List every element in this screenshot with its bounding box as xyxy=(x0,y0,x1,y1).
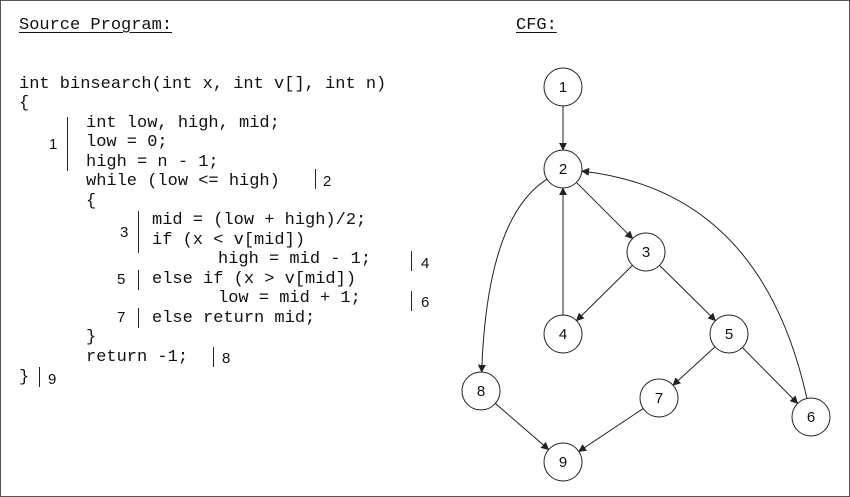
block-marker-4: 4 xyxy=(421,255,430,272)
block-bar-5 xyxy=(138,270,139,290)
cfg-node-3: 3 xyxy=(626,232,666,272)
cfg-edge-3-4 xyxy=(575,264,633,322)
cfg-edge-2-8 xyxy=(477,178,548,373)
cfg-node-label: 9 xyxy=(559,454,567,471)
block-marker-9: 9 xyxy=(48,371,57,388)
cfg-node-circle xyxy=(543,67,583,107)
cfg-edge-2-3 xyxy=(576,182,634,240)
cfg-node-5: 5 xyxy=(709,314,749,354)
cfg-node-circle xyxy=(543,314,583,354)
cfg-node-circle xyxy=(709,314,749,354)
code-line-12: low = mid + 1; xyxy=(218,289,361,308)
cfg-node-circle xyxy=(791,397,831,437)
cfg-node-label: 2 xyxy=(559,161,567,178)
cfg-node-label: 8 xyxy=(477,383,485,400)
cfg-node-8: 8 xyxy=(461,371,501,411)
cfg-node-label: 4 xyxy=(559,326,567,343)
cfg-node-circle xyxy=(639,378,679,418)
block-marker-6: 6 xyxy=(421,294,430,311)
code-line-6: while (low <= high) xyxy=(86,172,280,191)
block-marker-1: 1 xyxy=(49,136,58,153)
code-line-4: low = 0; xyxy=(86,133,168,152)
cfg-node-2: 2 xyxy=(543,149,583,189)
cfg-edge-5-6 xyxy=(741,347,799,405)
block-bar-7 xyxy=(138,308,139,328)
cfg-edge-5-7 xyxy=(672,346,716,386)
cfg-node-4: 4 xyxy=(543,314,583,354)
cfg-node-label: 7 xyxy=(655,390,663,407)
cfg-node-circle xyxy=(543,442,583,482)
block-marker-2: 2 xyxy=(323,173,332,190)
cfg-node-label: 6 xyxy=(807,409,815,426)
code-line-14: } xyxy=(86,328,97,347)
cfg-node-label: 5 xyxy=(725,326,733,343)
cfg-edge-8-9 xyxy=(495,403,550,451)
code-line-9: if (x < v[mid]) xyxy=(152,231,306,250)
cfg-node-label: 3 xyxy=(642,244,650,261)
block-bar-8 xyxy=(213,347,214,367)
cfg-node-circle xyxy=(543,149,583,189)
cfg-heading: CFG: xyxy=(516,16,557,35)
code-line-2: { xyxy=(19,94,30,113)
block-marker-7: 7 xyxy=(117,309,126,326)
source-code-listing: int binsearch(int x, int v[], int n) { i… xyxy=(1,1,461,496)
cfg-nodes: 1 2 3 4 5 6 7 8 9 xyxy=(461,67,831,482)
block-bar-1 xyxy=(67,117,68,171)
code-line-3: int low, high, mid; xyxy=(86,114,280,133)
code-line-1: int binsearch(int x, int v[], int n) xyxy=(19,75,387,94)
code-line-10: high = mid - 1; xyxy=(218,250,372,269)
code-line-8: mid = (low + high)/2; xyxy=(152,211,367,230)
cfg-node-9: 9 xyxy=(543,442,583,482)
cfg-node-7: 7 xyxy=(639,378,679,418)
block-marker-5: 5 xyxy=(117,271,126,288)
code-line-5: high = n - 1; xyxy=(86,153,219,172)
code-line-11: else if (x > v[mid]) xyxy=(152,270,357,289)
cfg-node-6: 6 xyxy=(791,397,831,437)
block-bar-9 xyxy=(39,367,40,387)
cfg-edge-6-2 xyxy=(581,167,808,399)
cfg-edges xyxy=(477,106,808,452)
code-line-15: return -1; xyxy=(86,348,189,367)
source-program-heading: Source Program: xyxy=(19,16,173,35)
block-bar-3 xyxy=(138,211,139,253)
code-line-7: { xyxy=(86,192,97,211)
block-bar-4 xyxy=(411,251,412,271)
cfg-edge-3-5 xyxy=(659,264,717,322)
cfg-node-circle xyxy=(626,232,666,272)
cfg-node-label: 1 xyxy=(559,79,567,96)
cfg-node-circle xyxy=(461,371,501,411)
cfg-edge-7-9 xyxy=(578,408,644,452)
block-bar-6 xyxy=(411,291,412,311)
cfg-node-1: 1 xyxy=(543,67,583,107)
code-line-13: else return mid; xyxy=(152,309,316,328)
block-marker-3: 3 xyxy=(120,224,129,241)
code-line-16: } xyxy=(19,368,30,387)
block-marker-8: 8 xyxy=(222,350,231,367)
block-bar-2 xyxy=(315,169,316,189)
